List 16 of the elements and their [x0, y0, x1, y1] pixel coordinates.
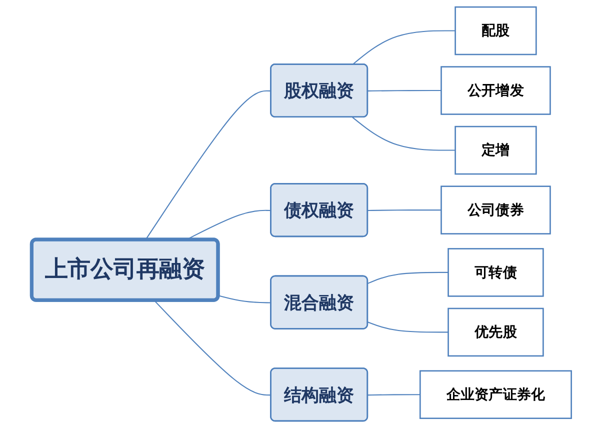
connector	[368, 90, 442, 92]
connector	[368, 322, 448, 333]
connector	[368, 272, 448, 284]
node-box: 优先股	[448, 308, 544, 357]
node-box: 配股	[454, 6, 537, 56]
node-box: 定增	[454, 126, 537, 175]
connector	[154, 300, 272, 396]
node-box: 公开增发	[440, 66, 551, 115]
node-box: 公司债券	[440, 186, 551, 234]
node-box: 可转债	[448, 248, 544, 297]
connector	[218, 295, 272, 304]
node-box: 企业资产证券化	[419, 370, 572, 419]
connector	[368, 210, 442, 212]
connector	[352, 116, 456, 151]
connector	[352, 30, 456, 65]
connector	[368, 394, 420, 396]
